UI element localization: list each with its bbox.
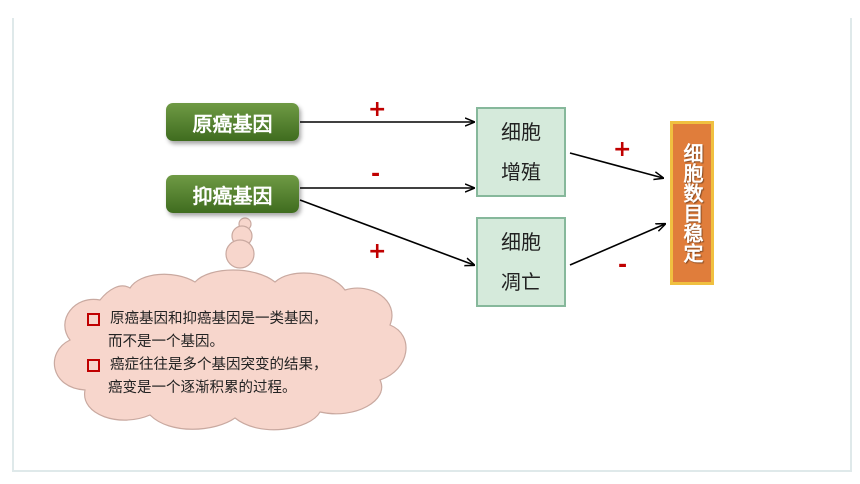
cloud-body [53, 269, 407, 431]
proliferation-line1: 细胞 [501, 120, 541, 144]
apoptosis-line2: 凋亡 [501, 270, 541, 294]
cloud-bubble-large [225, 239, 255, 269]
sign-suppressor-to-apoptosis: + [368, 239, 387, 264]
note-2-line1: 癌症往往是多个基因突变的结果， [110, 357, 328, 373]
arrow-apoptosis-to-result [569, 224, 665, 266]
proliferation-line2: 增殖 [501, 160, 541, 184]
result-label: 细胞数目稳定 [680, 143, 704, 263]
tumor-suppressor-box: 抑癌基因 [166, 175, 299, 213]
slide-frame [12, 18, 852, 472]
note-item: 癌症往往是多个基因突变的结果， [84, 354, 384, 377]
arrow-proliferation-to-result [569, 152, 663, 178]
sign-apoptosis-to-result: - [618, 253, 628, 278]
bullet-square-icon [87, 313, 100, 326]
tumor-suppressor-label: 抑癌基因 [192, 183, 273, 208]
apoptosis-line1: 细胞 [501, 230, 541, 254]
note-1-line1: 原癌基因和抑癌基因是一类基因， [110, 311, 328, 327]
cell-count-stable-box: 细胞数目稳定 [670, 121, 714, 285]
sign-proliferation-to-result: + [613, 137, 632, 162]
sign-suppressor-to-proliferation: - [371, 162, 381, 187]
cloud-notes: 原癌基因和抑癌基因是一类基因， 而不是一个基因。 癌症往往是多个基因突变的结果，… [84, 308, 384, 400]
apoptosis-box: 细胞 凋亡 [476, 217, 566, 307]
note-item: 原癌基因和抑癌基因是一类基因， [84, 308, 384, 331]
note-1-line2: 而不是一个基因。 [108, 334, 224, 350]
proliferation-box: 细胞 增殖 [476, 107, 566, 197]
note-2-line2: 癌变是一个逐渐积累的过程。 [108, 380, 297, 396]
bullet-square-icon [87, 359, 100, 372]
thought-cloud [53, 217, 407, 431]
sign-proto-to-proliferation: + [368, 97, 387, 122]
proto-oncogene-box: 原癌基因 [166, 103, 299, 141]
arrow-suppressor-to-apoptosis [299, 199, 474, 265]
proto-oncogene-label: 原癌基因 [192, 111, 273, 136]
